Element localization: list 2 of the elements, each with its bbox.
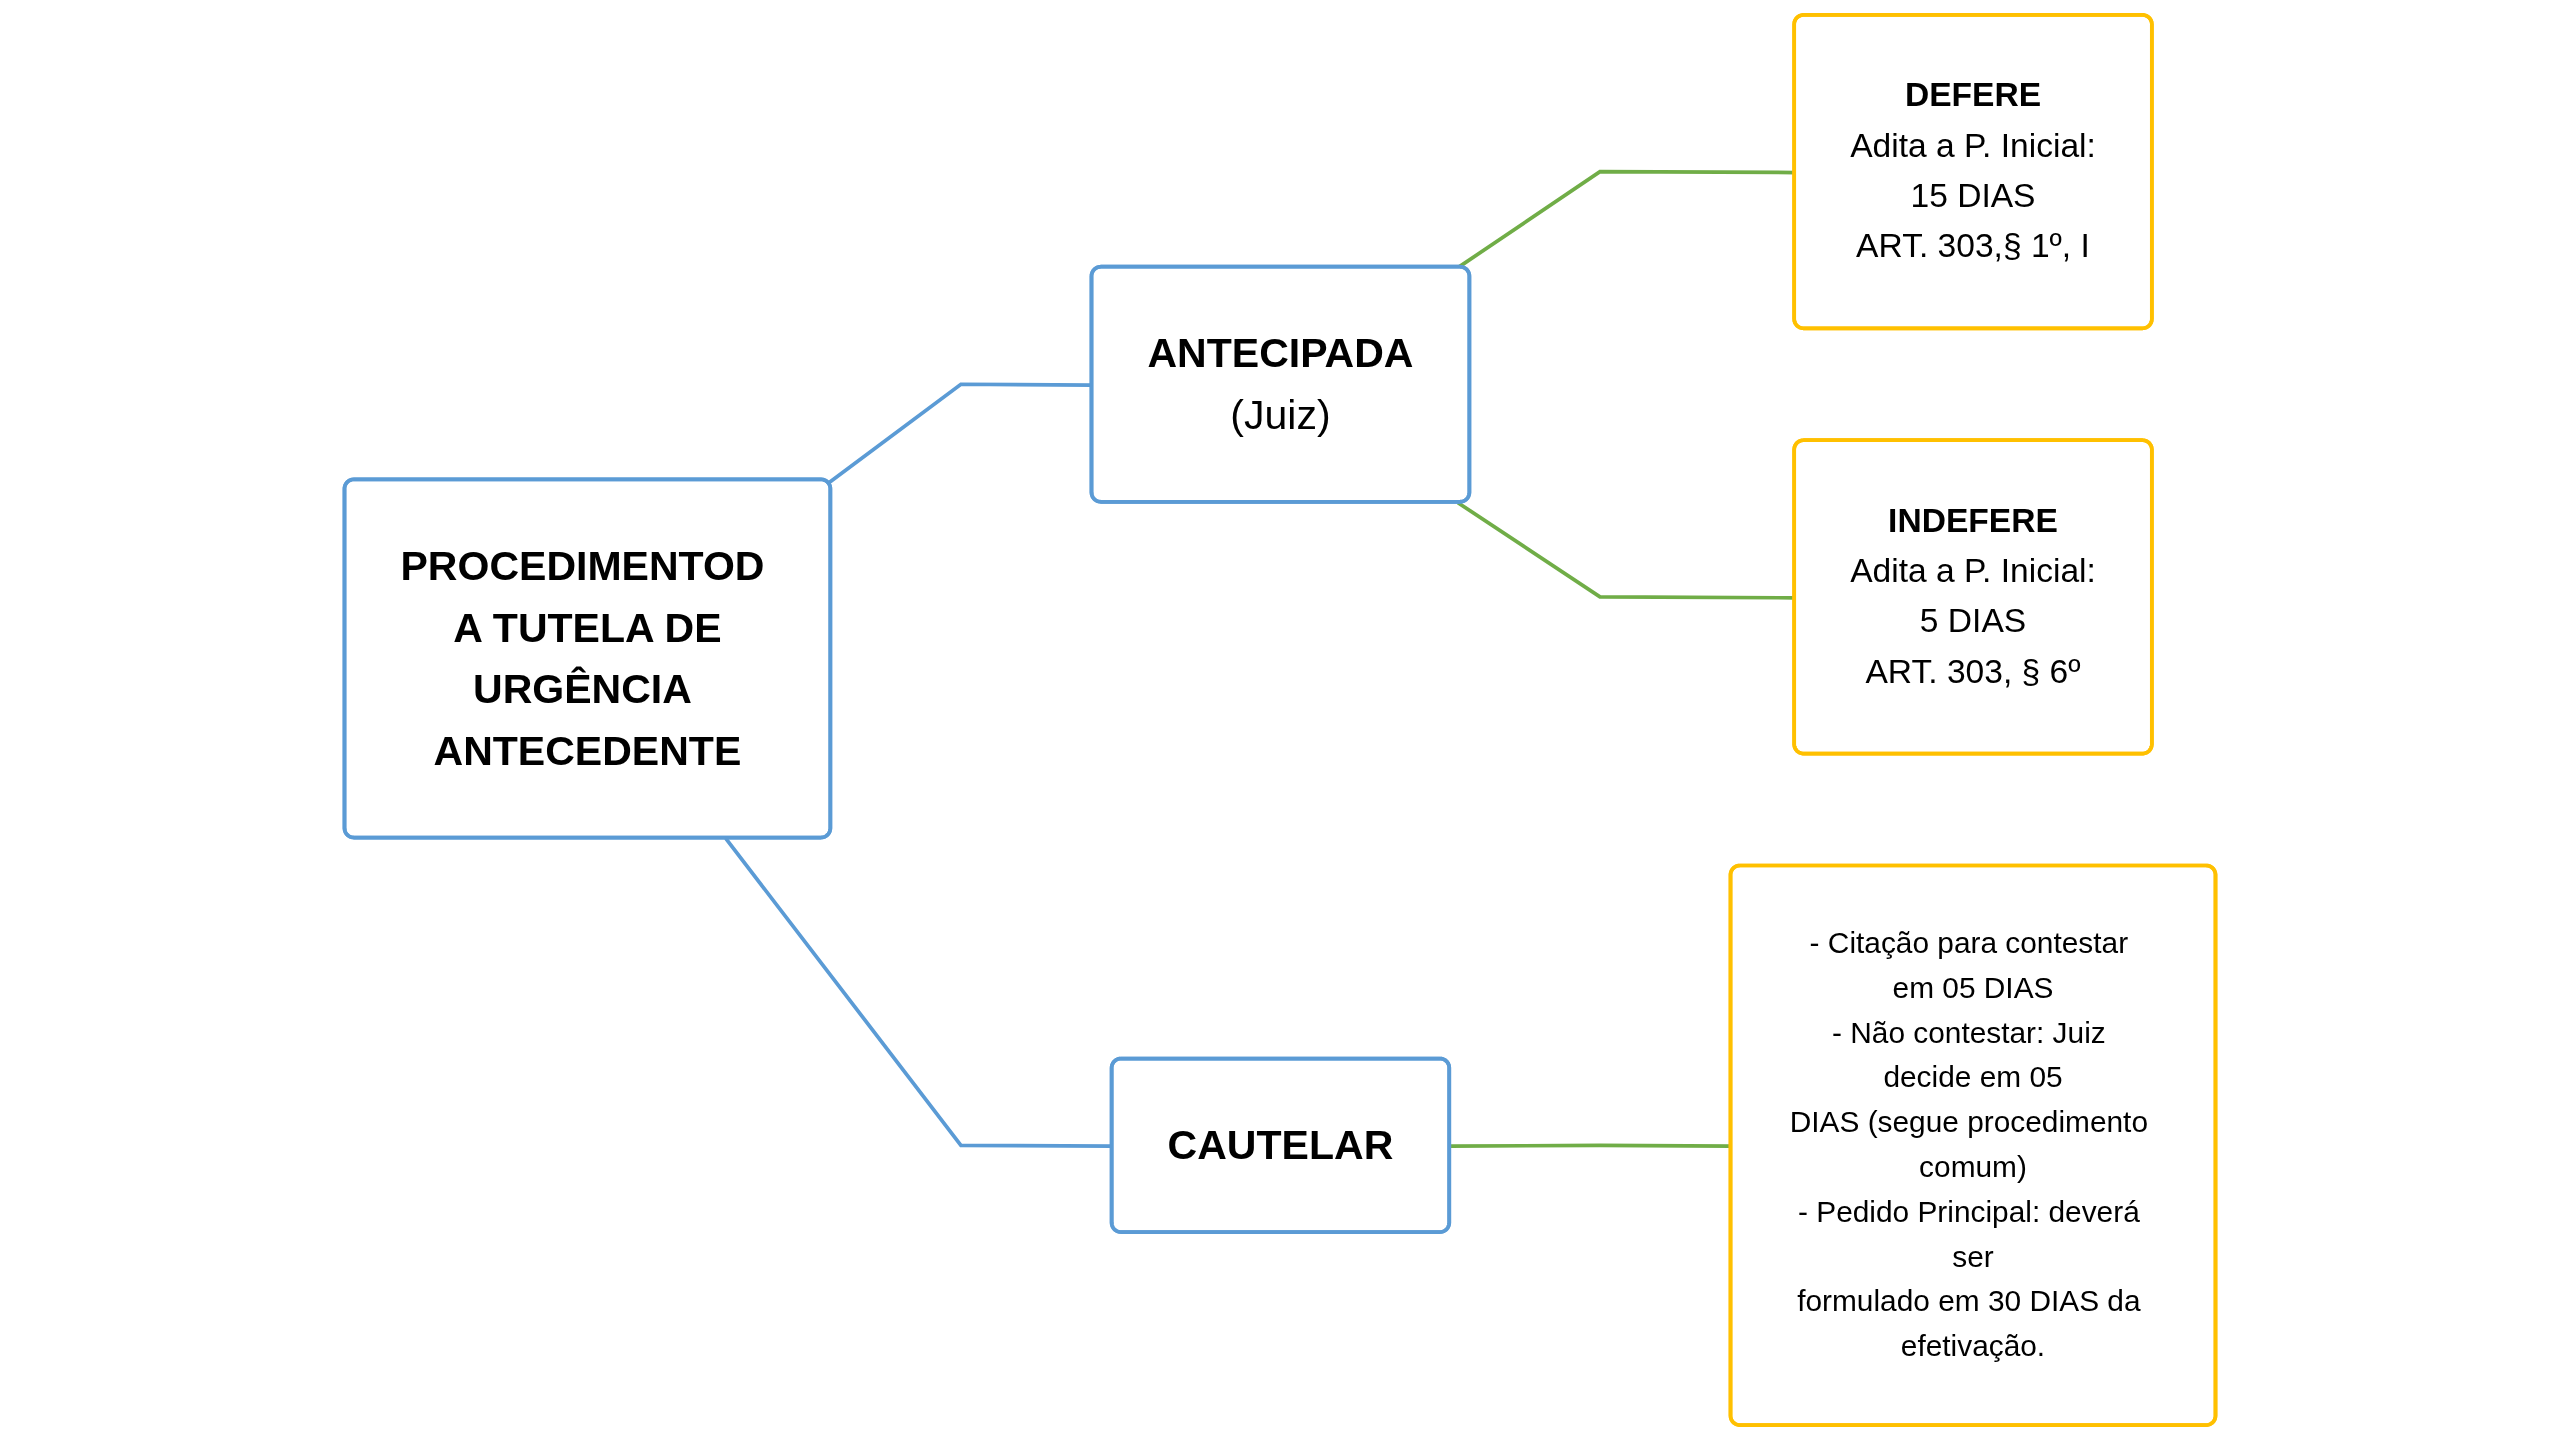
connector xyxy=(827,382,1093,485)
connector xyxy=(1450,1143,1732,1149)
